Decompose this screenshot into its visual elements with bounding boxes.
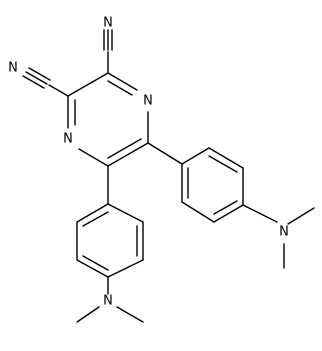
bond-nitrile-left-c [48,84,69,97]
bond-ring-3b [107,138,142,159]
atom-n-pyrazine-left: N [63,132,73,147]
bond-ring-6 [67,72,109,97]
bond-ring-4 [78,148,109,167]
bond-aryl-b-4 [107,259,144,278]
bond-nme-bottom-1 [76,306,100,323]
bond-nitrile-left-a [28,67,51,81]
bond-aryl-b-1 [76,203,109,223]
atom-n-amine-right: N [279,225,289,240]
bond-aryl-r-2b [208,155,238,173]
atom-n-pyrazine-top: N [143,94,153,109]
bond-aryl-r-4b [213,200,238,215]
bonds [22,29,315,323]
bond-aryl-r-5 [181,201,215,223]
bond-nitrile-left-b [25,71,48,85]
bond-nitrile-left-c2 [22,75,45,89]
atom-n-nitrile-left: N [8,61,18,76]
bond-ring-6b [107,80,133,96]
bond-aryl-r-4 [213,204,244,223]
atom-labels: N N N N N N [8,16,289,309]
bond-aryl-r-to-n [242,204,278,223]
bond-aryl-b-3b [82,255,109,271]
bond-ring-1 [107,72,138,91]
bond-nme-bottom-2 [116,306,144,323]
atom-n-amine-bottom: N [103,294,113,309]
bond-aryl-b-1b [82,211,109,227]
atom-n-nitrile-top: N [103,16,113,31]
bond-aryl-b-3 [76,259,109,278]
bond-ring-3 [107,142,149,167]
bond-nme-right-1 [287,207,315,225]
bond-aryl-r-2 [208,147,244,169]
bond-aryl-b-6 [107,203,144,223]
bond-ring-to-aryl-right [147,142,183,165]
bond-aryl-r-1 [181,147,210,165]
